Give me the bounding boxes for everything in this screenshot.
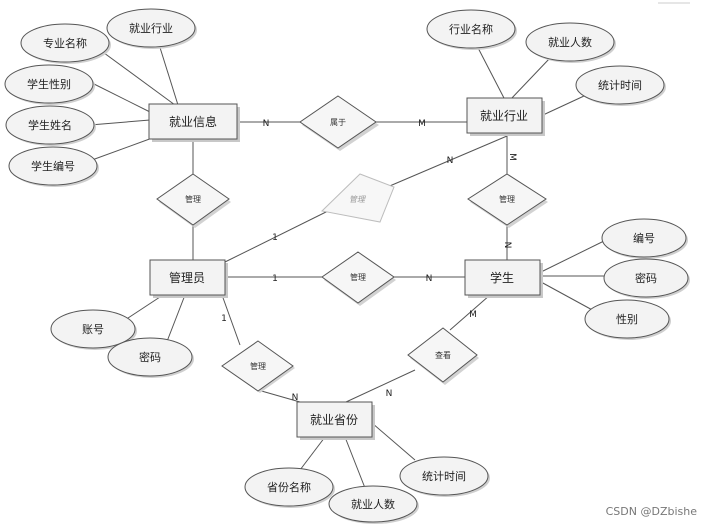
attribute-info-major-label: 专业名称 bbox=[43, 36, 87, 50]
relationship-manage-info: 管理 bbox=[156, 173, 231, 228]
edge-province-time bbox=[371, 422, 416, 461]
relationship-view-label: 查看 bbox=[435, 350, 451, 360]
attribute-admin-pwd-label: 密码 bbox=[139, 350, 161, 364]
entity-student-label: 学生 bbox=[490, 270, 514, 285]
edge-admin-account bbox=[121, 294, 164, 323]
attribute-industry-count-label: 就业人数 bbox=[548, 35, 592, 49]
edge-info-major bbox=[99, 49, 176, 106]
attribute-industry-name: 行业名称 bbox=[426, 9, 517, 50]
cardinality-industry-admin: N bbox=[447, 156, 454, 166]
edge-industry-name bbox=[474, 41, 506, 101]
edge-student-id bbox=[540, 239, 607, 273]
cardinality-admin-student-n: N bbox=[426, 274, 433, 284]
entity-employment-info-label: 就业信息 bbox=[169, 114, 217, 129]
attribute-industry-time-label: 统计时间 bbox=[598, 79, 642, 92]
edges bbox=[89, 37, 607, 489]
edge-industry-count bbox=[509, 57, 551, 101]
attribute-info-industry-label: 就业行业 bbox=[129, 21, 173, 35]
attribute-student-pwd-label: 密码 bbox=[635, 271, 657, 285]
cardinality-industry-manage: M bbox=[507, 153, 517, 161]
edge-province-count bbox=[344, 436, 366, 489]
entity-admin: 管理员 bbox=[149, 259, 228, 298]
attribute-admin-account-label: 账号 bbox=[82, 323, 104, 336]
entity-employment-province-label: 就业省份 bbox=[310, 413, 358, 427]
edge-admin-faded-manage bbox=[224, 209, 331, 263]
cardinality-admin-province-1: 1 bbox=[221, 314, 227, 324]
relationship-manage-industry: 管理 bbox=[320, 173, 395, 223]
attribute-info-major: 专业名称 bbox=[20, 23, 111, 64]
attribute-industry-name-label: 行业名称 bbox=[449, 22, 493, 36]
attribute-info-id-label: 学生编号 bbox=[31, 159, 75, 173]
entity-employment-province: 就业省份 bbox=[296, 401, 375, 440]
attribute-province-name: 省份名称 bbox=[244, 467, 335, 508]
attribute-province-count-label: 就业人数 bbox=[351, 497, 395, 511]
relationship-manage-province-label: 管理 bbox=[250, 361, 266, 371]
relationship-manage-industry-label: 管理 bbox=[349, 195, 366, 204]
cardinality-admin-student-1: 1 bbox=[272, 274, 278, 284]
attribute-province-name-label: 省份名称 bbox=[267, 480, 311, 494]
cardinality-student-view-m: M bbox=[469, 310, 477, 320]
entity-student: 学生 bbox=[464, 259, 543, 298]
relationship-belongs: 属于 bbox=[299, 95, 379, 151]
attribute-admin-account: 账号 bbox=[50, 309, 137, 350]
cardinality-info-belongs: N bbox=[263, 119, 270, 129]
edge-info-name bbox=[89, 119, 151, 126]
relationship-manage-student-admin-label: 管理 bbox=[350, 272, 366, 282]
edge-admin-pwd bbox=[165, 294, 186, 345]
relationship-manage-student-admin: 管理 bbox=[321, 251, 396, 306]
attribute-province-count: 就业人数 bbox=[328, 485, 419, 524]
edge-faded-manage-industry bbox=[384, 135, 508, 189]
edge-admin-manage-province bbox=[221, 294, 301, 403]
entity-employment-industry: 就业行业 bbox=[466, 97, 545, 136]
edge-student-view-province bbox=[345, 294, 491, 403]
attribute-student-gender: 性别 bbox=[584, 299, 671, 340]
relationship-manage-info-label: 管理 bbox=[185, 194, 201, 204]
attribute-province-time: 统计时间 bbox=[399, 456, 490, 497]
attribute-info-gender: 学生性别 bbox=[4, 64, 95, 105]
entity-employment-info: 就业信息 bbox=[148, 103, 240, 142]
attribute-student-pwd: 密码 bbox=[603, 258, 690, 299]
cardinality-labels: N M M N 1 N 1 N 1 N M N bbox=[221, 119, 517, 403]
edge-info-id bbox=[91, 136, 156, 161]
edge-info-gender bbox=[91, 82, 151, 113]
relationship-view: 查看 bbox=[407, 327, 479, 385]
watermark: CSDN @DZbishe bbox=[606, 505, 698, 518]
attribute-info-gender-label: 学生性别 bbox=[27, 77, 71, 91]
edge-industry-time bbox=[542, 95, 585, 116]
cardinality-manage-student-top: N bbox=[502, 242, 512, 249]
relationship-belongs-label: 属于 bbox=[330, 118, 346, 127]
attributes: 专业名称 就业行业 学生性别 学生姓名 学生编号 行业名称 bbox=[4, 8, 690, 524]
edge-province-name bbox=[299, 436, 326, 471]
relationship-manage-student-industry: 管理 bbox=[467, 173, 548, 228]
attribute-province-time-label: 统计时间 bbox=[422, 470, 466, 483]
attribute-info-name-label: 学生姓名 bbox=[28, 118, 72, 132]
attribute-info-id: 学生编号 bbox=[8, 146, 99, 187]
attribute-admin-pwd: 密码 bbox=[107, 337, 194, 378]
cardinality-admin-industry: 1 bbox=[272, 233, 278, 243]
edge-info-industry bbox=[156, 37, 179, 106]
cardinality-admin-province-n: N bbox=[292, 393, 299, 403]
entity-employment-industry-label: 就业行业 bbox=[480, 109, 528, 123]
relationship-manage-student-industry-label: 管理 bbox=[499, 194, 515, 204]
edge-student-gender bbox=[540, 281, 597, 313]
relationship-manage-province: 管理 bbox=[221, 340, 295, 393]
attribute-industry-time: 统计时间 bbox=[575, 65, 666, 106]
attribute-student-id-label: 编号 bbox=[633, 231, 655, 245]
cardinality-belongs-industry: M bbox=[418, 119, 426, 129]
cardinality-view-province-n: N bbox=[386, 389, 393, 399]
attribute-student-id: 编号 bbox=[601, 218, 688, 259]
attribute-industry-count: 就业人数 bbox=[525, 22, 616, 63]
attribute-student-gender-label: 性别 bbox=[616, 312, 638, 326]
entity-admin-label: 管理员 bbox=[169, 270, 205, 285]
attribute-info-industry: 就业行业 bbox=[106, 8, 197, 49]
attribute-info-name: 学生姓名 bbox=[5, 105, 96, 146]
